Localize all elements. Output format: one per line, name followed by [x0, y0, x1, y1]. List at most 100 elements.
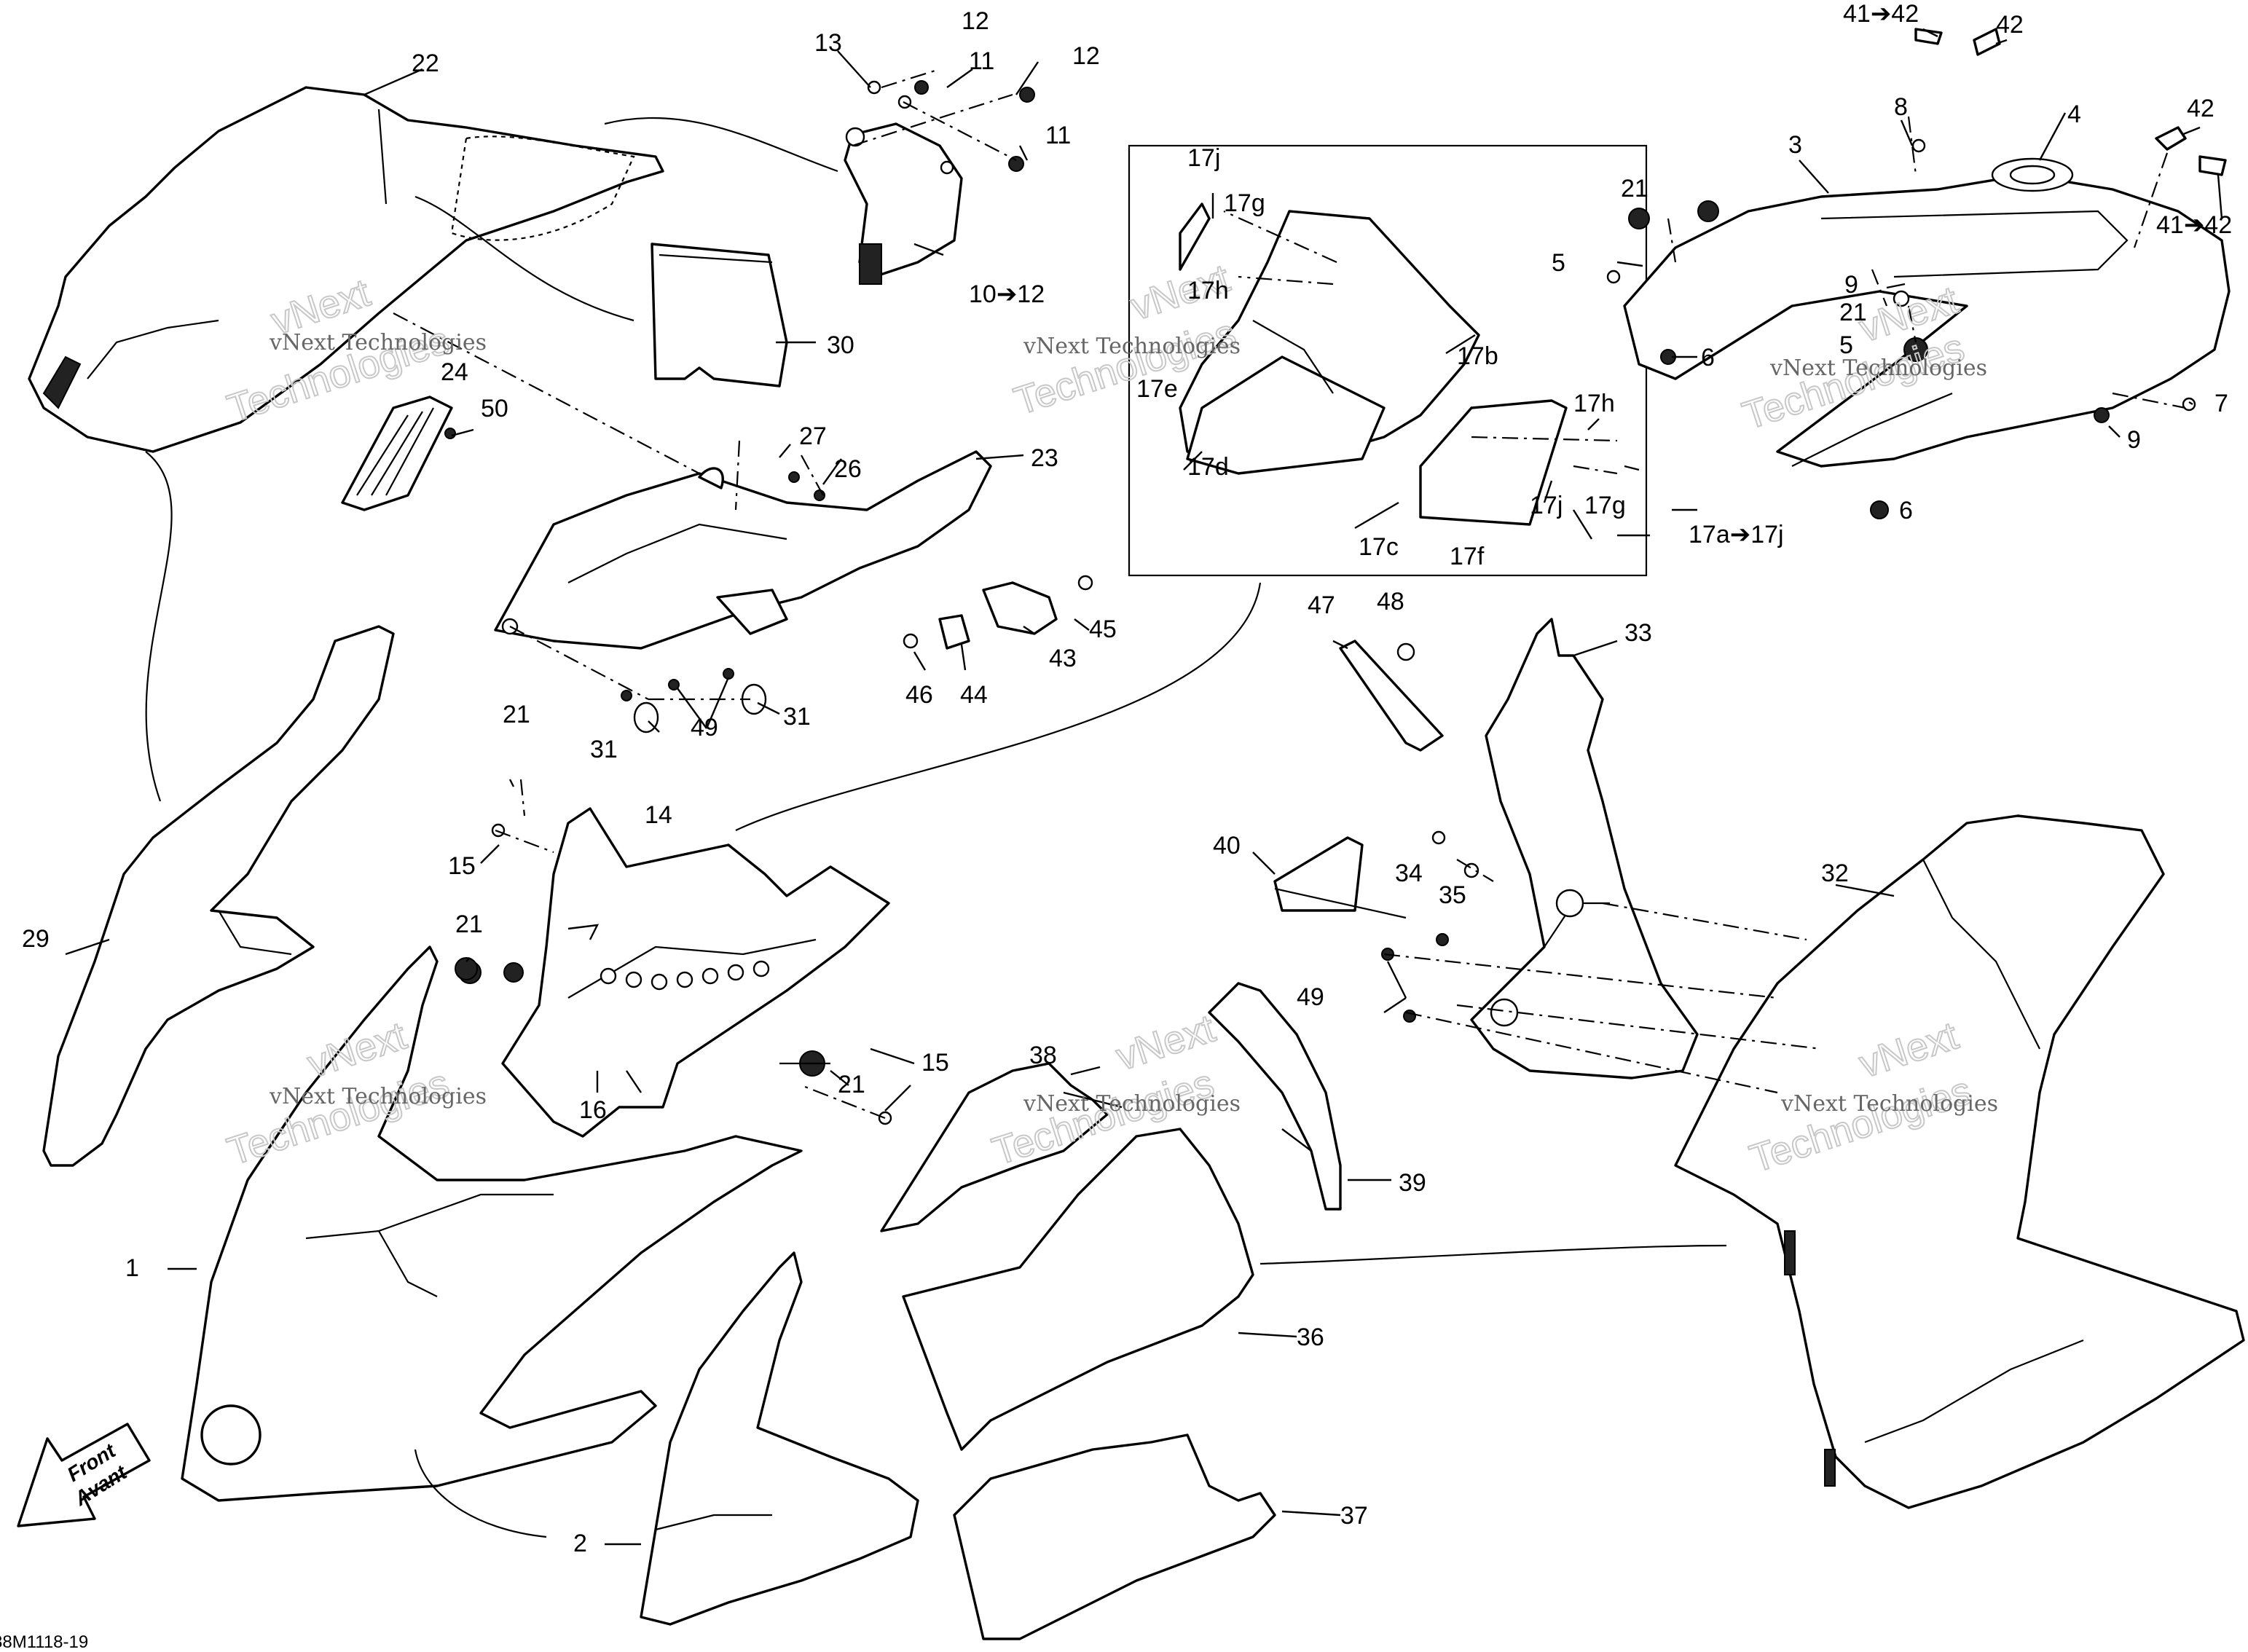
- label-37: 37: [1340, 1502, 1368, 1530]
- label-13: 13: [814, 29, 842, 57]
- label-21c: 21: [503, 701, 530, 728]
- label-45: 45: [1089, 615, 1117, 643]
- label-30: 30: [827, 331, 854, 359]
- front-direction-arrow: Front Avant: [17, 1423, 151, 1527]
- label-6a: 6: [1701, 344, 1715, 371]
- label-33: 33: [1624, 619, 1652, 647]
- part-14-nose-bracket: [458, 807, 890, 1138]
- part-38-panel: [880, 1062, 1109, 1232]
- part-2-lower-front: [640, 1251, 919, 1626]
- label-2: 2: [573, 1530, 587, 1557]
- label-10: 10➔12: [969, 280, 1045, 308]
- label-5a: 5: [1552, 249, 1565, 277]
- label-1: 1: [125, 1254, 139, 1282]
- label-17b: 17b: [1457, 342, 1498, 370]
- label-41b: 41➔42: [2156, 211, 2232, 239]
- callout-labels: 22 24 50 13 12 11 12 11 10➔12 30 27 26 2…: [22, 0, 2232, 1557]
- part-40-pad: [1273, 836, 1364, 912]
- label-17h-mid: 17h: [1573, 390, 1615, 417]
- label-17h-top: 17h: [1187, 277, 1229, 304]
- watermark-text-2: vNext Technologies: [1023, 334, 1241, 359]
- part-17-windshield-group: [1128, 144, 1648, 577]
- part-1-nose-cone: [181, 945, 803, 1502]
- diagram-reference-code: 88M1118-19: [0, 1632, 88, 1652]
- label-17c: 17c: [1359, 533, 1399, 561]
- label-27: 27: [799, 422, 827, 450]
- label-9a: 9: [1844, 271, 1858, 299]
- label-44: 44: [960, 681, 988, 709]
- label-4: 4: [2067, 101, 2081, 128]
- label-49a: 49: [691, 714, 718, 742]
- label-29: 29: [22, 925, 50, 953]
- label-12a: 12: [962, 7, 989, 35]
- label-6b: 6: [1899, 497, 1913, 524]
- label-46: 46: [905, 681, 933, 709]
- label-14: 14: [645, 801, 672, 829]
- label-22: 22: [412, 50, 439, 77]
- part-22-upper-side-panel: [28, 86, 664, 453]
- label-11b: 11: [1045, 122, 1071, 149]
- part-23-inner-panel: [494, 450, 992, 650]
- label-21d: 21: [455, 910, 483, 938]
- part-41-42-clips: [1914, 28, 2227, 176]
- assembly-lines: [393, 68, 2186, 1120]
- part-10-headlight-bracket: [844, 122, 963, 285]
- label-23: 23: [1031, 444, 1058, 472]
- label-3: 3: [1788, 131, 1802, 159]
- watermark-text-4: vNext Technologies: [269, 1084, 487, 1109]
- label-24: 24: [441, 358, 468, 386]
- part-47-strap: [1339, 640, 1444, 752]
- label-12b: 12: [1072, 42, 1100, 70]
- label-17j-top: 17j: [1187, 144, 1220, 172]
- label-15b: 15: [921, 1049, 949, 1077]
- label-17e: 17e: [1136, 375, 1178, 403]
- label-17j-mid: 17j: [1530, 492, 1563, 519]
- label-7: 7: [2214, 390, 2228, 417]
- part-43-latch: [903, 575, 1093, 650]
- part-32-right-side-panel: [1674, 814, 2245, 1509]
- label-21b: 21: [1839, 299, 1867, 326]
- part-33-mount-bracket: [1470, 618, 1699, 1079]
- part-29-left-lower-side: [42, 625, 395, 1167]
- part-3-rear-cover: [1623, 157, 2231, 468]
- label-41a: 41➔42: [1843, 0, 1919, 28]
- leader-lines: [65, 28, 2223, 1546]
- label-34: 34: [1395, 860, 1423, 887]
- part-37-lower-panel: [953, 1433, 1276, 1640]
- label-38: 38: [1029, 1042, 1057, 1069]
- part-30-filler: [651, 243, 788, 388]
- label-47: 47: [1308, 591, 1335, 619]
- label-5b: 5: [1839, 331, 1853, 359]
- label-11a: 11: [969, 47, 994, 75]
- label-42b: 42: [2187, 95, 2214, 122]
- label-39: 39: [1399, 1169, 1426, 1197]
- label-26: 26: [834, 455, 862, 483]
- label-32: 32: [1821, 860, 1849, 887]
- label-21e: 21: [838, 1071, 865, 1098]
- label-31b: 31: [590, 736, 618, 763]
- label-16: 16: [579, 1096, 607, 1124]
- watermark-text-6: vNext Technologies: [1780, 1091, 1998, 1117]
- label-42a: 42: [1996, 11, 2024, 39]
- label-48: 48: [1377, 588, 1404, 615]
- label-36: 36: [1297, 1323, 1324, 1351]
- label-8: 8: [1894, 93, 1908, 121]
- label-17g-mid: 17g: [1584, 492, 1626, 519]
- label-35: 35: [1439, 881, 1466, 909]
- part-24-vent: [341, 396, 453, 511]
- watermark-text-5: vNext Technologies: [1023, 1091, 1241, 1117]
- label-40: 40: [1213, 832, 1241, 860]
- label-15a: 15: [448, 852, 476, 880]
- label-50: 50: [481, 395, 508, 422]
- watermark-text-1: vNext Technologies: [269, 330, 487, 355]
- label-31a: 31: [783, 703, 811, 731]
- part-36-side-panel: [902, 1128, 1254, 1451]
- label-17g-top: 17g: [1224, 189, 1265, 217]
- label-49b: 49: [1297, 983, 1324, 1011]
- label-21a: 21: [1621, 175, 1648, 202]
- label-9b: 9: [2127, 426, 2141, 454]
- watermark-text-3: vNext Technologies: [1769, 355, 1987, 381]
- label-17d: 17d: [1187, 453, 1229, 481]
- hardware-fasteners: [444, 80, 2196, 1125]
